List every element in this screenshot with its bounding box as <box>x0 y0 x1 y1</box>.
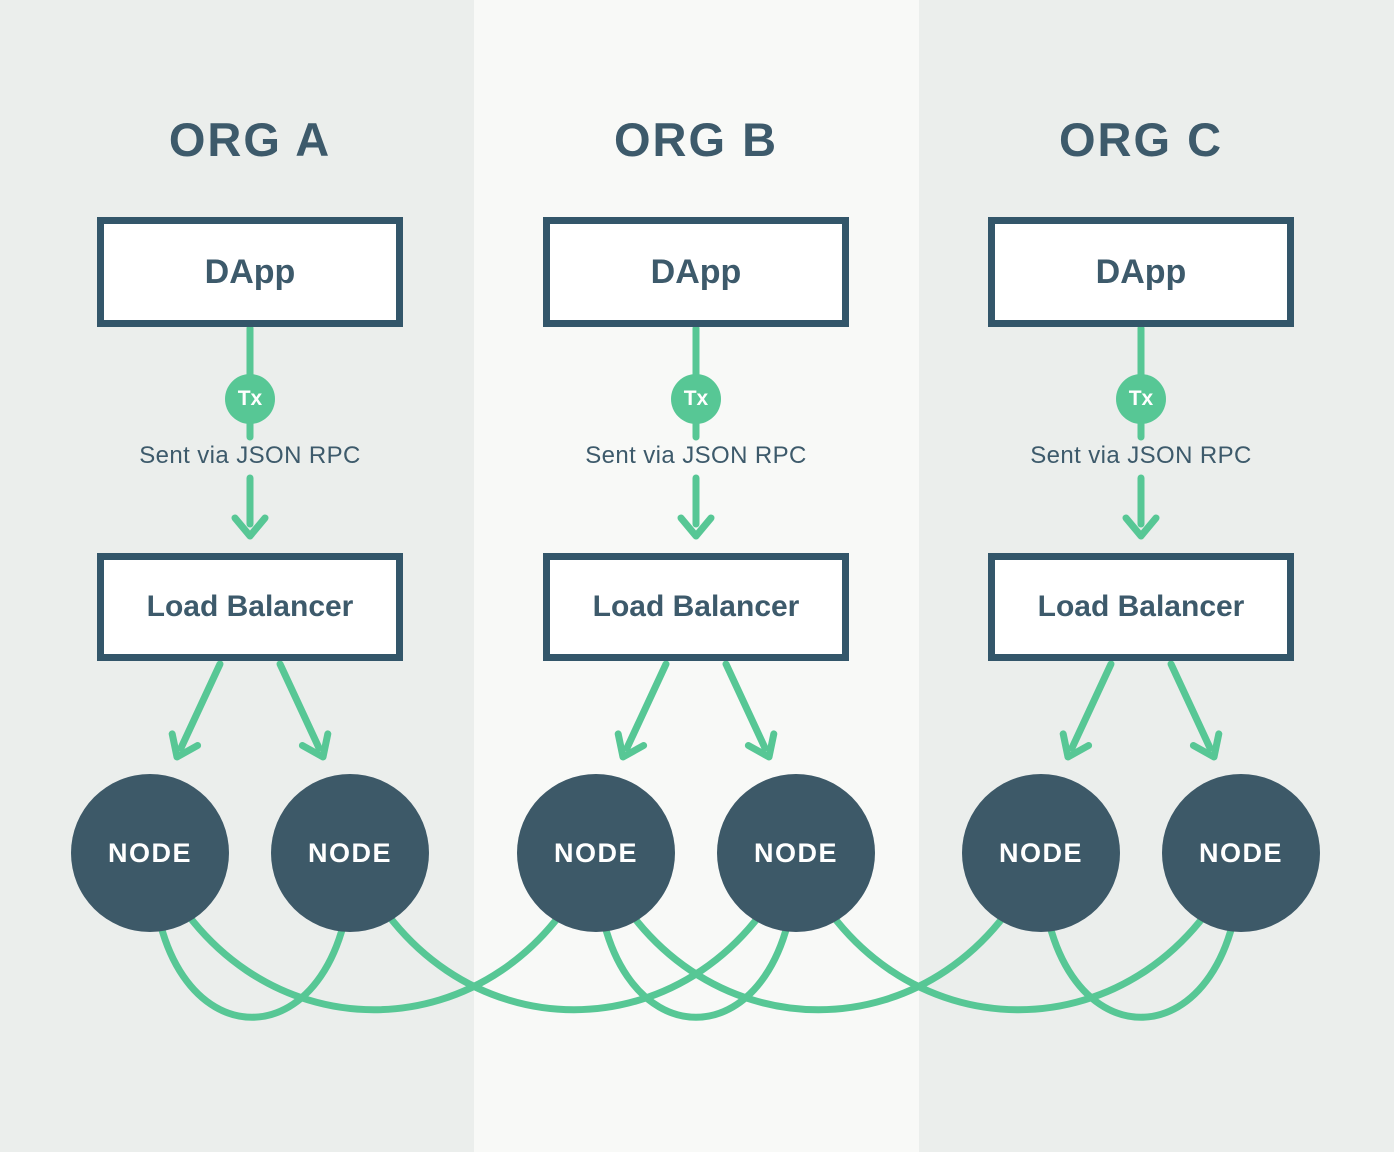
lb-right-arrow-shaft <box>276 660 323 752</box>
org-c-title: ORG C <box>1058 113 1224 166</box>
org-b-dapp-box: DApp <box>543 217 849 327</box>
lb-right-arrowhead <box>1189 730 1223 761</box>
lb-left-arrow-shaft <box>623 660 670 752</box>
org-a-load-balancer-label: Load Balancer <box>146 590 354 623</box>
lb-left-arrowhead <box>1059 730 1093 761</box>
org-b-load-balancer-label: Load Balancer <box>592 590 800 623</box>
org-a-rpc-label: Sent via JSON RPC <box>139 442 361 469</box>
org-c-dapp-box: DApp <box>988 217 1294 327</box>
org-a-tx-badge: Tx <box>225 374 275 424</box>
mesh-arc-n2-n4 <box>348 849 800 1014</box>
org-c-dapp-label: DApp <box>1095 252 1187 291</box>
org-c-tx-label: Tx <box>1128 387 1154 410</box>
lb-right-arrow-shaft <box>1167 660 1214 752</box>
org-b-node-1-label: NODE <box>553 837 638 868</box>
org-c-load-balancer-box: Load Balancer <box>988 553 1294 661</box>
org-a-title: ORG A <box>168 113 332 166</box>
lb-right-arrowhead <box>744 730 778 761</box>
org-c-node-1-label: NODE <box>998 837 1083 868</box>
org-b-node-2: NODE <box>717 774 875 932</box>
rpc-arrowhead <box>231 514 269 540</box>
mesh-arc-n5-n6 <box>1037 849 1245 1021</box>
org-a-node-2-label: NODE <box>307 837 392 868</box>
org-b-node-1: NODE <box>517 774 675 932</box>
org-b-tx-label: Tx <box>683 387 709 410</box>
org-a-load-balancer-box: Load Balancer <box>97 553 403 661</box>
rpc-arrowhead <box>1122 514 1160 540</box>
mesh-arc-n3-n5 <box>592 849 1045 1014</box>
mesh-arc-n3-n4 <box>592 849 800 1021</box>
mesh-arc-n4-n6 <box>792 849 1245 1014</box>
org-b-rpc-label: Sent via JSON RPC <box>585 442 807 469</box>
org-c-tx-badge: Tx <box>1116 374 1166 424</box>
org-c-node-1: NODE <box>962 774 1120 932</box>
org-c-node-2: NODE <box>1162 774 1320 932</box>
org-c-load-balancer-label: Load Balancer <box>1037 590 1245 623</box>
org-b-node-2-label: NODE <box>753 837 838 868</box>
org-a-dapp-label: DApp <box>204 252 296 291</box>
org-a-node-1-label: NODE <box>107 837 192 868</box>
org-b-tx-badge: Tx <box>671 374 721 424</box>
org-a-tx-label: Tx <box>237 387 263 410</box>
org-a-node-2: NODE <box>271 774 429 932</box>
mesh-arc-n1-n2 <box>148 849 356 1021</box>
org-a-node-1: NODE <box>71 774 229 932</box>
lb-left-arrowhead <box>614 730 648 761</box>
rpc-arrowhead <box>677 514 715 540</box>
lb-left-arrowhead <box>168 730 202 761</box>
lb-left-arrow-shaft <box>177 660 224 752</box>
org-b-title: ORG B <box>613 113 779 166</box>
org-b-dapp-label: DApp <box>650 252 742 291</box>
org-c-rpc-label: Sent via JSON RPC <box>1030 442 1252 469</box>
lb-right-arrow-shaft <box>722 660 769 752</box>
lb-left-arrow-shaft <box>1068 660 1115 752</box>
mesh-arc-n1-n3 <box>148 849 600 1014</box>
org-a-dapp-box: DApp <box>97 217 403 327</box>
org-c-node-2-label: NODE <box>1198 837 1283 868</box>
org-b-load-balancer-box: Load Balancer <box>543 553 849 661</box>
lb-right-arrowhead <box>298 730 332 761</box>
